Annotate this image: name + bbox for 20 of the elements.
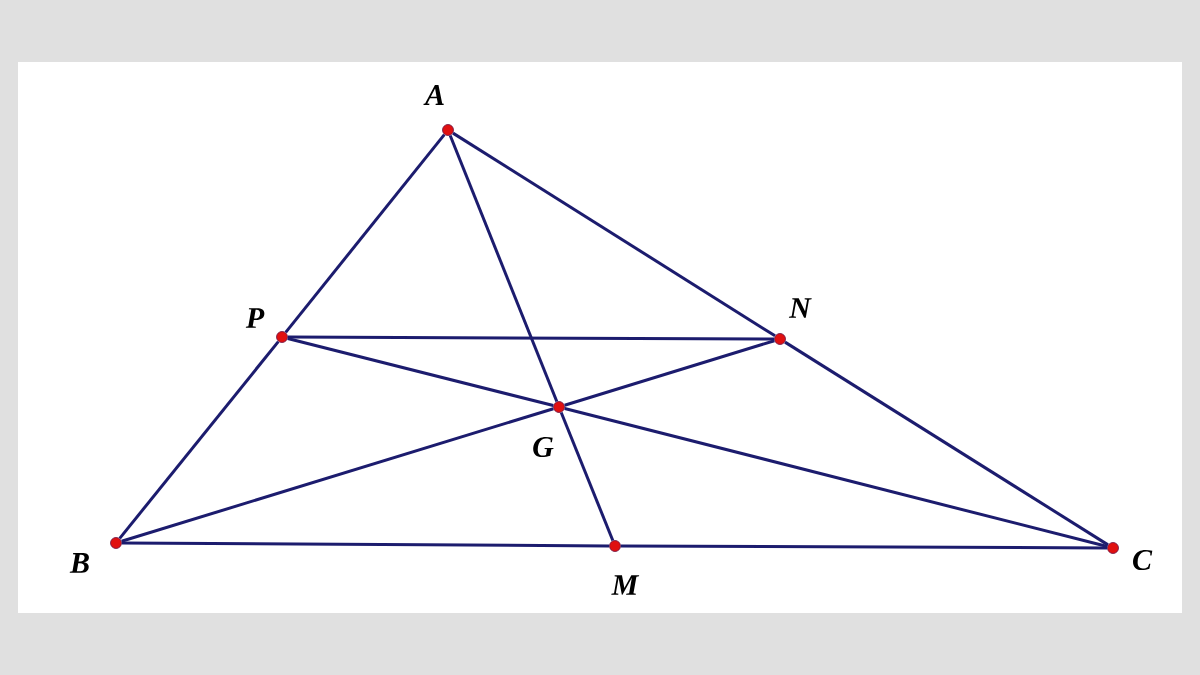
point-label: P	[245, 308, 265, 328]
line-segment	[564, 407, 1108, 548]
point-label: B	[69, 553, 89, 573]
line-segment	[118, 340, 280, 540]
point-label: A	[423, 85, 444, 105]
line-segment	[121, 541, 610, 548]
point-label: N	[788, 298, 812, 318]
line-segment	[448, 134, 559, 403]
point-label: M	[611, 575, 640, 595]
line-segment	[287, 337, 554, 407]
line-segment	[620, 544, 1108, 550]
point-label: C	[1133, 549, 1153, 571]
line-segment	[559, 411, 615, 542]
line-segment	[784, 340, 1109, 547]
line-segment	[284, 133, 446, 334]
line-segment	[287, 335, 775, 341]
line-segment	[564, 339, 775, 407]
point-label: G	[533, 436, 554, 458]
line-segment	[121, 407, 554, 543]
line-segment	[452, 131, 776, 338]
